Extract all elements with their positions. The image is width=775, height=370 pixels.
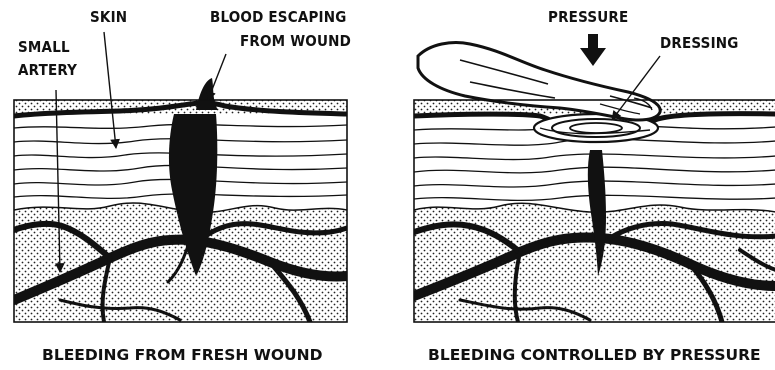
pressure-arrow xyxy=(580,34,606,66)
label-blood-escaping: BLOOD ESCAPING xyxy=(210,8,347,26)
label-from-wound: FROM WOUND xyxy=(240,32,351,50)
caption-right: BLEEDING CONTROLLED BY PRESSURE xyxy=(428,346,761,364)
blood-leader xyxy=(208,54,226,100)
caption-left: BLEEDING FROM FRESH WOUND xyxy=(42,346,323,364)
label-dressing: DRESSING xyxy=(660,34,739,52)
label-pressure: PRESSURE xyxy=(548,8,628,26)
label-artery: ARTERY xyxy=(18,61,77,79)
label-skin: SKIN xyxy=(90,8,127,26)
label-small: SMALL xyxy=(18,38,70,56)
left-panel: SKIN SMALL ARTERY BLOOD ESCAPING FROM WO… xyxy=(14,8,351,364)
right-panel: PRESSURE DRESSING BLEEDING CONTROLLED BY… xyxy=(414,8,775,364)
